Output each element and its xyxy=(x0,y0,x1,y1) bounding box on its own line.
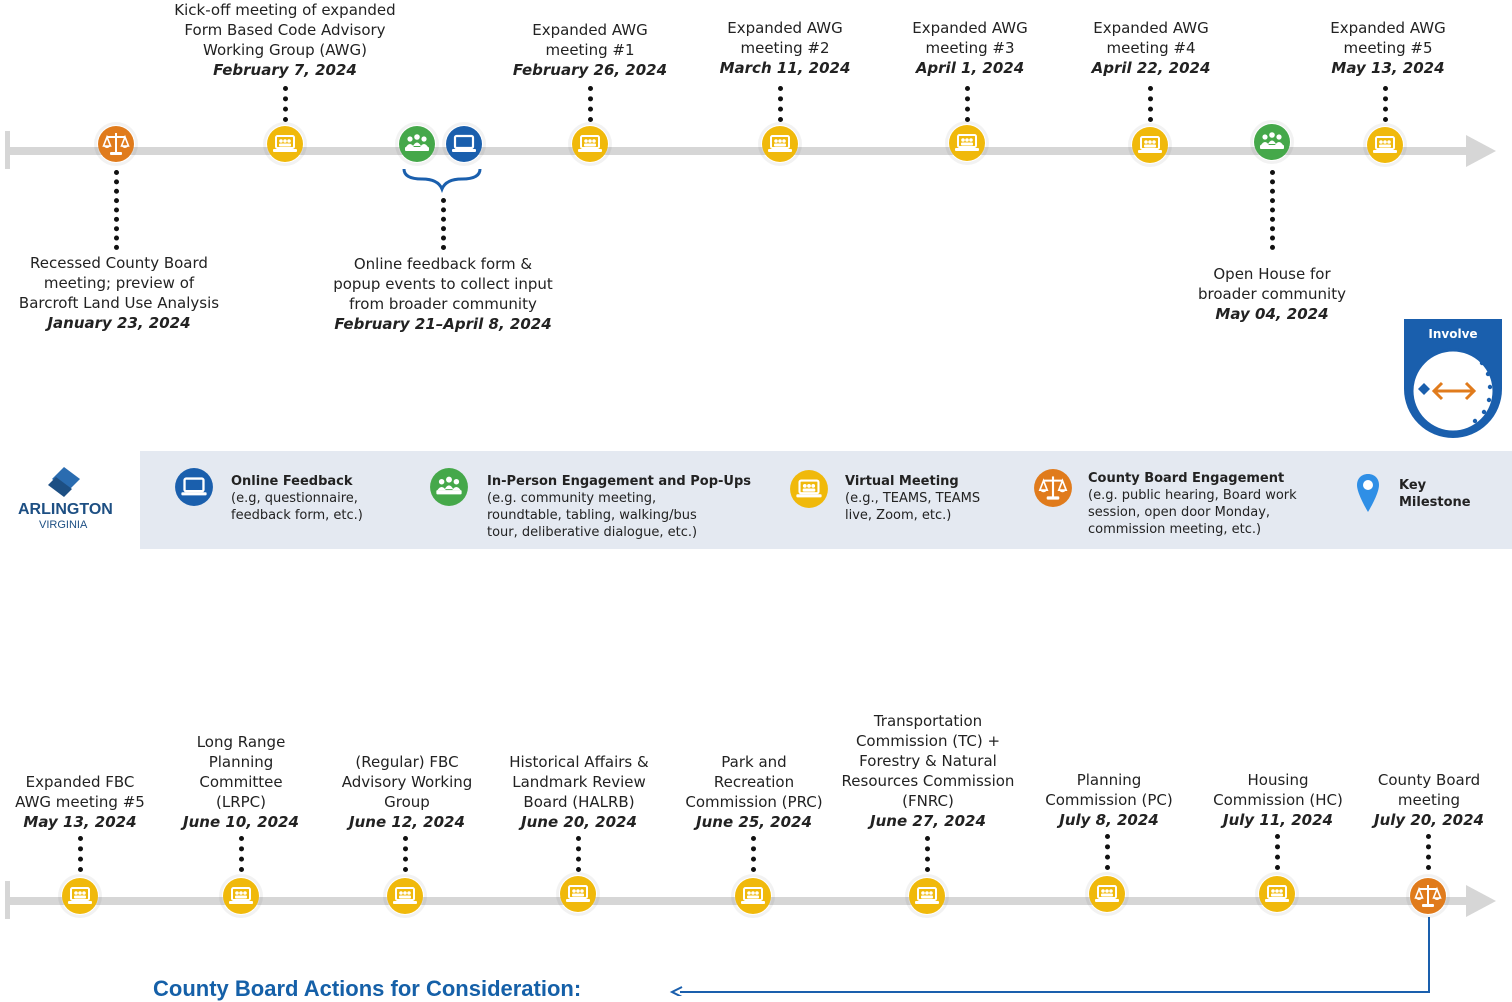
connector xyxy=(239,836,244,872)
event-label: County Board meeting July 20, 2024 xyxy=(1374,771,1484,829)
virtual-meeting-icon xyxy=(1366,126,1404,164)
virtual-meeting-icon xyxy=(1088,875,1126,913)
event-label: Online feedback form & popup events to c… xyxy=(333,255,553,333)
virtual-meeting-icon xyxy=(789,469,829,509)
footer-title: County Board Actions for Consideration: xyxy=(153,976,582,1001)
in-person-icon xyxy=(398,125,436,163)
legend-item: Key Milestone xyxy=(1399,478,1471,510)
connector xyxy=(751,836,756,872)
board-action-arrow xyxy=(669,917,1430,996)
event-label: (Regular) FBC Advisory Working Group Jun… xyxy=(341,753,473,831)
connector xyxy=(441,198,446,250)
key-milestone-pin-icon xyxy=(1357,474,1379,512)
event-label: Expanded AWG meeting #5 May 13, 2024 xyxy=(1330,19,1446,77)
county-board-icon xyxy=(97,125,135,163)
event-label: Expanded AWG meeting #2 March 11, 2024 xyxy=(719,19,851,77)
connector xyxy=(576,836,581,872)
virtual-meeting-icon xyxy=(559,875,597,913)
online-feedback-icon xyxy=(445,125,483,163)
event-label: Long Range Planning Committee (LRPC) Jun… xyxy=(183,733,299,831)
legend-item: In-Person Engagement and Pop-Ups (e.g. c… xyxy=(487,474,752,540)
event-label: Open House for broader community May 04,… xyxy=(1197,265,1346,323)
connector xyxy=(1275,834,1280,870)
top-timeline-line xyxy=(8,147,1470,155)
legend-item: Online Feedback (e.g, questionnaire, fee… xyxy=(231,474,363,523)
event-label: Planning Commission (PC) July 8, 2024 xyxy=(1045,771,1173,829)
connector xyxy=(925,836,930,872)
in-person-icon xyxy=(429,467,469,507)
in-person-icon xyxy=(1253,123,1291,161)
top-timeline-start-cap xyxy=(5,131,10,169)
connector xyxy=(114,170,119,250)
virtual-meeting-icon xyxy=(222,877,260,915)
logo-name: ARLINGTON xyxy=(18,501,113,518)
brace-icon xyxy=(402,168,482,193)
connector xyxy=(1426,834,1431,870)
connector xyxy=(1383,86,1388,122)
virtual-meeting-icon xyxy=(571,125,609,163)
legend-item: Virtual Meeting (e.g., TEAMS, TEAMS live… xyxy=(845,474,981,523)
event-label: Kick-off meeting of expanded Form Based … xyxy=(174,1,396,79)
bottom-timeline-arrowhead xyxy=(1466,885,1496,917)
legend-item: County Board Engagement (e.g. public hea… xyxy=(1088,471,1297,537)
involve-label: Involve xyxy=(1428,327,1478,341)
arlington-logo-mark xyxy=(48,467,80,497)
connector xyxy=(965,86,970,122)
virtual-meeting-icon xyxy=(266,125,304,163)
virtual-meeting-icon xyxy=(734,877,772,915)
county-board-icon xyxy=(1409,877,1447,915)
logo-sub: VIRGINIA xyxy=(39,519,88,531)
county-board-icon xyxy=(1033,468,1073,508)
event-label: Housing Commission (HC) July 11, 2024 xyxy=(1213,771,1343,829)
connector xyxy=(78,836,83,872)
top-timeline-arrowhead xyxy=(1466,135,1496,167)
virtual-meeting-icon xyxy=(761,125,799,163)
event-label: Historical Affairs & Landmark Review Boa… xyxy=(509,753,649,831)
event-label: Expanded FBC AWG meeting #5 May 13, 2024 xyxy=(15,773,145,831)
event-label: Expanded AWG meeting #1 February 26, 202… xyxy=(512,21,668,79)
event-label: Recessed County Board meeting; preview o… xyxy=(18,254,220,332)
event-label: Expanded AWG meeting #3 April 1, 2024 xyxy=(912,19,1028,77)
connector xyxy=(1270,170,1275,250)
connector xyxy=(283,86,288,122)
online-feedback-icon xyxy=(174,467,214,507)
connector xyxy=(778,86,783,122)
connector xyxy=(403,836,408,872)
bottom-timeline-start-cap xyxy=(5,881,10,919)
virtual-meeting-icon xyxy=(1131,126,1169,164)
virtual-meeting-icon xyxy=(61,877,99,915)
event-label: Expanded AWG meeting #4 April 22, 2024 xyxy=(1091,19,1211,77)
legend xyxy=(140,451,1512,549)
event-label: Park and Recreation Commission (PRC) Jun… xyxy=(685,753,823,831)
connector xyxy=(588,86,593,122)
involve-badge: Involve xyxy=(1404,319,1502,440)
virtual-meeting-icon xyxy=(908,877,946,915)
connector xyxy=(1105,834,1110,870)
virtual-meeting-icon xyxy=(386,877,424,915)
event-label: Transportation Commission (TC) + Forestr… xyxy=(841,712,1015,830)
virtual-meeting-icon xyxy=(1258,875,1296,913)
virtual-meeting-icon xyxy=(948,124,986,162)
connector xyxy=(1148,86,1153,122)
